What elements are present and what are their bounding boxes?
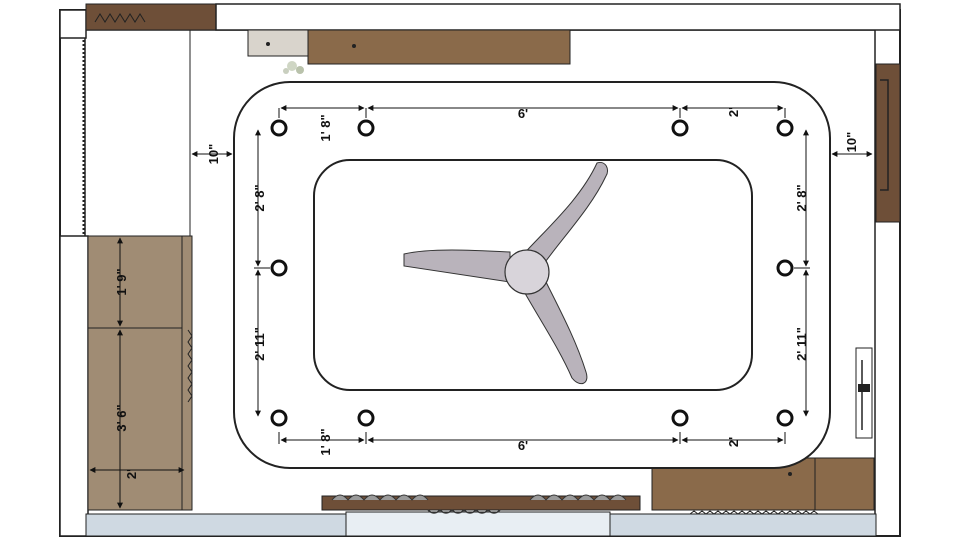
- bottom-planter: [321, 494, 641, 514]
- recessed-light-icon: [671, 119, 689, 137]
- dim-left-wall-offset: 10": [206, 144, 221, 165]
- recessed-light-icon: [776, 409, 794, 427]
- dimension-lines: [89, 105, 873, 509]
- dim-bottom-middle: 6': [518, 438, 528, 453]
- dim-bottom-right: 2': [726, 437, 741, 447]
- dim-top-left: 1' 8": [318, 114, 333, 141]
- dim-top-right: 2': [726, 107, 741, 117]
- top-counter: [85, 3, 901, 31]
- dim-right-wall-offset: 10": [844, 132, 859, 153]
- left-curtain: [82, 30, 191, 236]
- recessed-light-icon: [270, 119, 288, 137]
- recessed-light-icon: [776, 119, 794, 137]
- dim-bottom-left: 1' 8": [318, 428, 333, 455]
- recessed-light-icon: [270, 259, 288, 277]
- tap-icon: [855, 347, 873, 439]
- dim-left-upper: 2' 8": [252, 184, 267, 211]
- left-cabinets: [59, 235, 193, 537]
- plant-icon: [283, 61, 304, 74]
- top-shelf: [247, 29, 690, 65]
- recessed-light-icon: [357, 409, 375, 427]
- recessed-light-icon: [671, 409, 689, 427]
- dim-right-lower: 2' 11": [794, 327, 809, 361]
- dim-cabinet-lower: 3' 6": [114, 404, 129, 431]
- dim-cabinet-upper: 1' 9": [114, 268, 129, 295]
- dim-top-middle: 6': [518, 106, 528, 121]
- recessed-light-icon: [270, 409, 288, 427]
- recessed-light-icon: [776, 259, 794, 277]
- dimension-labels: 1' 8" 6' 2' 1' 8" 6' 2' 2' 8" 2' 11" 2' …: [114, 106, 859, 479]
- dim-cabinet-depth: 2': [124, 469, 139, 479]
- dim-right-upper: 2' 8": [794, 184, 809, 211]
- recessed-lights: [270, 119, 794, 427]
- right-frame: [875, 63, 901, 223]
- bottom-window: [85, 511, 877, 537]
- ceiling-fan-icon: [403, 161, 609, 385]
- dim-left-lower: 2' 11": [252, 327, 267, 361]
- recessed-light-icon: [357, 119, 375, 137]
